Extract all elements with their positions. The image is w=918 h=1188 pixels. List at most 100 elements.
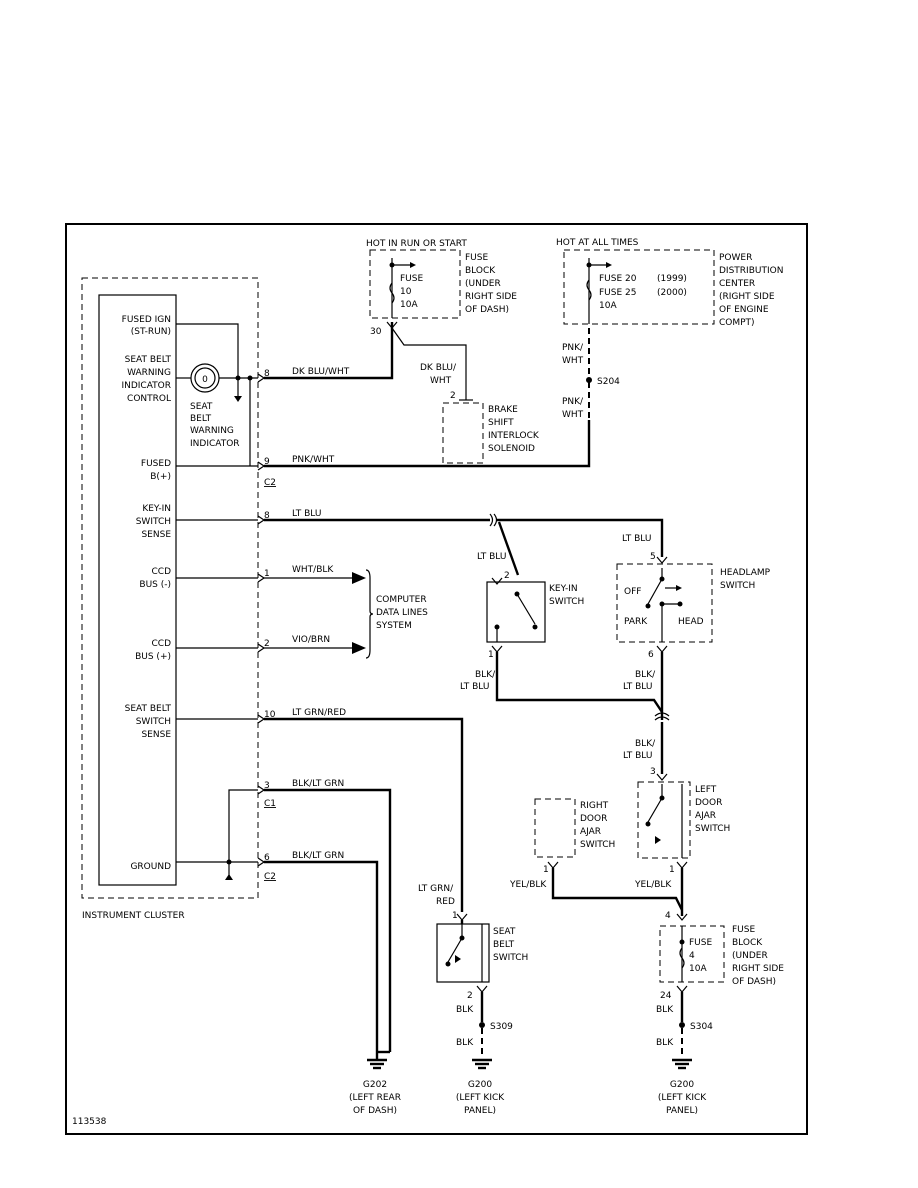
svg-text:BLK: BLK: [456, 1005, 474, 1015]
svg-text:INDICATOR: INDICATOR: [121, 381, 171, 391]
svg-text:BUS (-): BUS (-): [139, 580, 171, 590]
svg-text:DOOR: DOOR: [695, 798, 722, 808]
svg-text:(ST-RUN): (ST-RUN): [131, 327, 171, 337]
svg-text:DK BLU/: DK BLU/: [420, 363, 457, 373]
svg-text:DOOR: DOOR: [580, 814, 607, 824]
connector-c2-a: C2: [264, 478, 276, 488]
svg-text:4: 4: [689, 951, 695, 961]
svg-text:(2000): (2000): [657, 288, 687, 298]
svg-text:RIGHT SIDE: RIGHT SIDE: [465, 292, 517, 302]
svg-text:CONTROL: CONTROL: [127, 394, 171, 404]
svg-text:FUSE 20: FUSE 20: [599, 274, 637, 284]
svg-text:BRAKE: BRAKE: [488, 405, 518, 415]
cluster-pins: [257, 373, 266, 867]
svg-text:SEAT: SEAT: [493, 927, 516, 937]
svg-text:S304: S304: [690, 1022, 713, 1032]
svg-text:OF ENGINE: OF ENGINE: [719, 305, 769, 315]
svg-text:WHT: WHT: [562, 410, 584, 420]
seat-belt-warning-indicator: 0 SEAT BELT WARNING INDICATOR: [190, 363, 240, 449]
svg-text:LT BLU: LT BLU: [623, 682, 652, 692]
svg-text:BLK: BLK: [656, 1038, 674, 1048]
svg-text:SWITCH: SWITCH: [580, 840, 615, 850]
connector-c2-b: C2: [264, 872, 276, 882]
svg-text:AJAR: AJAR: [695, 811, 716, 821]
svg-text:S204: S204: [597, 377, 620, 387]
svg-text:1: 1: [543, 865, 549, 875]
svg-text:(UNDER: (UNDER: [465, 279, 501, 289]
svg-text:G202: G202: [363, 1080, 387, 1090]
svg-text:5: 5: [650, 552, 656, 562]
svg-text:G200: G200: [670, 1080, 694, 1090]
svg-text:S309: S309: [490, 1022, 513, 1032]
svg-text:DATA LINES: DATA LINES: [376, 608, 428, 618]
svg-text:1: 1: [488, 650, 494, 660]
svg-text:BLK/: BLK/: [475, 670, 496, 680]
label-seat-belt-warning-control: SEAT BELT: [125, 355, 172, 365]
svg-text:DISTRIBUTION: DISTRIBUTION: [719, 266, 783, 276]
svg-text:AJAR: AJAR: [580, 827, 601, 837]
svg-text:SHIFT: SHIFT: [488, 418, 514, 428]
svg-text:COMPT): COMPT): [719, 318, 755, 328]
svg-text:COMPUTER: COMPUTER: [376, 595, 427, 605]
svg-text:POWER: POWER: [719, 253, 752, 263]
svg-text:1: 1: [264, 569, 270, 579]
svg-text:LT BLU: LT BLU: [477, 552, 506, 562]
svg-text:RIGHT SIDE: RIGHT SIDE: [732, 964, 784, 974]
svg-text:BUS (+): BUS (+): [135, 652, 171, 662]
cluster-pin-numbers: 8 9 8 1 2 10 3 6 C2 C1 C2: [264, 369, 276, 882]
svg-text:2: 2: [450, 391, 456, 401]
svg-text:10A: 10A: [689, 964, 707, 974]
wire-dk-blu-wht: DK BLU/WHT: [292, 367, 350, 377]
wire-blk-lt-grn-a: BLK/LT GRN: [292, 779, 344, 789]
svg-text:SENSE: SENSE: [141, 530, 171, 540]
hot-in-run-label: HOT IN RUN OR START: [366, 239, 467, 249]
svg-text:10: 10: [400, 287, 412, 297]
svg-text:SWITCH: SWITCH: [549, 597, 584, 607]
svg-text:B(+): B(+): [150, 472, 171, 482]
svg-text:OFF: OFF: [624, 587, 641, 597]
svg-text:(RIGHT SIDE: (RIGHT SIDE: [719, 292, 775, 302]
svg-text:8: 8: [264, 369, 270, 379]
label-fused-ign: FUSED IGN: [122, 315, 171, 325]
svg-text:PNK/: PNK/: [562, 397, 584, 407]
splice-s204: [586, 377, 592, 383]
svg-text:BLK: BLK: [456, 1038, 474, 1048]
svg-text:BLOCK: BLOCK: [465, 266, 496, 276]
label-ccd-bus-pos: CCD: [152, 639, 172, 649]
svg-text:RED: RED: [436, 897, 455, 907]
svg-text:FUSE 25: FUSE 25: [599, 288, 636, 298]
svg-text:10A: 10A: [400, 300, 418, 310]
svg-text:LT BLU: LT BLU: [623, 751, 652, 761]
svg-text:YEL/BLK: YEL/BLK: [634, 880, 672, 890]
svg-text:2: 2: [264, 639, 270, 649]
svg-text:1: 1: [452, 911, 458, 921]
svg-text:FUSE: FUSE: [400, 274, 423, 284]
wire-blk-lt-grn-b: BLK/LT GRN: [292, 851, 344, 861]
label-ground: GROUND: [130, 862, 171, 872]
svg-text:10: 10: [264, 710, 276, 720]
svg-text:PANEL): PANEL): [464, 1106, 496, 1116]
svg-text:PNK/: PNK/: [562, 343, 584, 353]
svg-text:(LEFT KICK: (LEFT KICK: [456, 1093, 505, 1103]
svg-text:OF DASH): OF DASH): [732, 977, 776, 987]
wire-pnk-wht: PNK/WHT: [292, 455, 335, 465]
power-distribution-center: HOT AT ALL TIMES FUSE 20 (1999) FUSE 25 …: [556, 238, 783, 328]
svg-text:OF DASH): OF DASH): [465, 305, 509, 315]
svg-text:3: 3: [650, 767, 656, 777]
svg-text:10A: 10A: [599, 301, 617, 311]
svg-text:(LEFT KICK: (LEFT KICK: [658, 1093, 707, 1103]
wire-wht-blk: WHT/BLK: [292, 565, 334, 575]
svg-text:SWITCH: SWITCH: [136, 717, 171, 727]
svg-text:HEAD: HEAD: [678, 617, 704, 627]
label-seat-belt-switch-sense: SEAT BELT: [125, 704, 172, 714]
svg-text:BELT: BELT: [190, 414, 212, 424]
wire-lt-blu: LT BLU: [292, 509, 321, 519]
label-key-in-sense: KEY-IN: [142, 504, 171, 514]
splice-s309: [479, 1022, 485, 1028]
svg-text:BLK/: BLK/: [635, 739, 656, 749]
svg-text:6: 6: [648, 650, 654, 660]
svg-text:YEL/BLK: YEL/BLK: [509, 880, 547, 890]
svg-text:PANEL): PANEL): [666, 1106, 698, 1116]
svg-text:FUSE: FUSE: [732, 925, 755, 935]
svg-text:WARNING: WARNING: [127, 368, 171, 378]
